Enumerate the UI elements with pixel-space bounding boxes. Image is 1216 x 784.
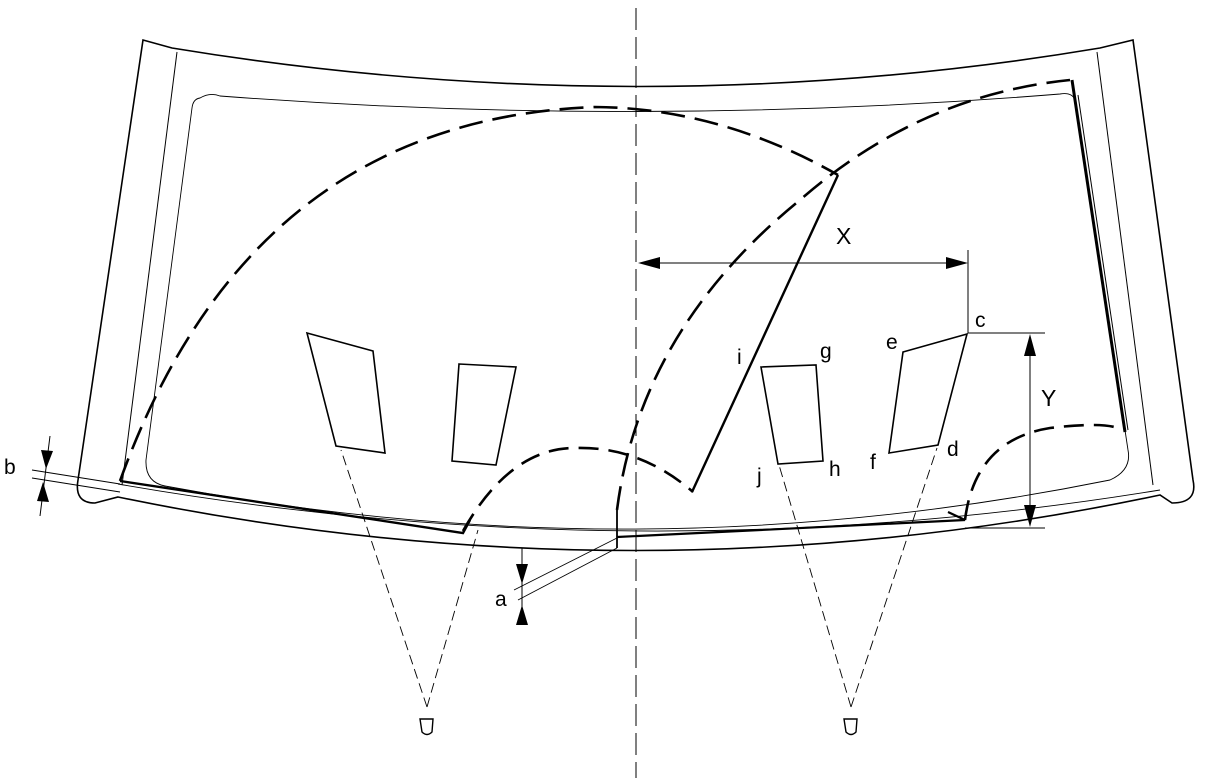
label-b: b: [4, 456, 16, 479]
zone-right-outer: [888, 332, 969, 454]
glass-lower-edge: [117, 483, 1161, 532]
right-pillar-line: [1096, 51, 1154, 486]
label-i: i: [737, 346, 742, 369]
zone-left-inner: [451, 363, 517, 466]
right-wipe-inner-arc: [963, 423, 1119, 521]
label-x: X: [836, 223, 851, 249]
dimension-x: [638, 250, 969, 333]
glass-inner-contour: [145, 93, 1130, 530]
label-h: h: [829, 458, 841, 481]
dimension-a: [513, 537, 618, 625]
dimension-y: [965, 332, 1045, 529]
zone-left-outer: [305, 331, 386, 454]
label-g: g: [820, 340, 832, 363]
label-d: d: [947, 438, 959, 461]
left-wiper-arm: [690, 174, 840, 493]
right-sight-lines: [778, 447, 938, 708]
right-wiper-blade-edge: [1077, 94, 1129, 431]
right-wiper-blade: [1070, 79, 1127, 433]
label-j: j: [756, 465, 762, 488]
wiper-park-line-right: [616, 511, 966, 539]
left-eye-point-icon: [419, 718, 434, 736]
dimension-b: [31, 435, 121, 517]
zone-right-inner: [760, 364, 824, 465]
label-f: f: [870, 451, 876, 474]
windshield-outer-frame: [76, 38, 1195, 552]
right-eye-point-icon: [843, 718, 858, 736]
left-wipe-area: [118, 105, 839, 482]
left-pillar-line: [121, 51, 178, 486]
label-e: e: [886, 331, 898, 354]
label-c: c: [975, 309, 986, 332]
label-a: a: [495, 588, 507, 611]
right-wipe-area: [615, 78, 1071, 511]
label-y: Y: [1041, 385, 1056, 411]
left-sight-lines: [340, 449, 479, 708]
